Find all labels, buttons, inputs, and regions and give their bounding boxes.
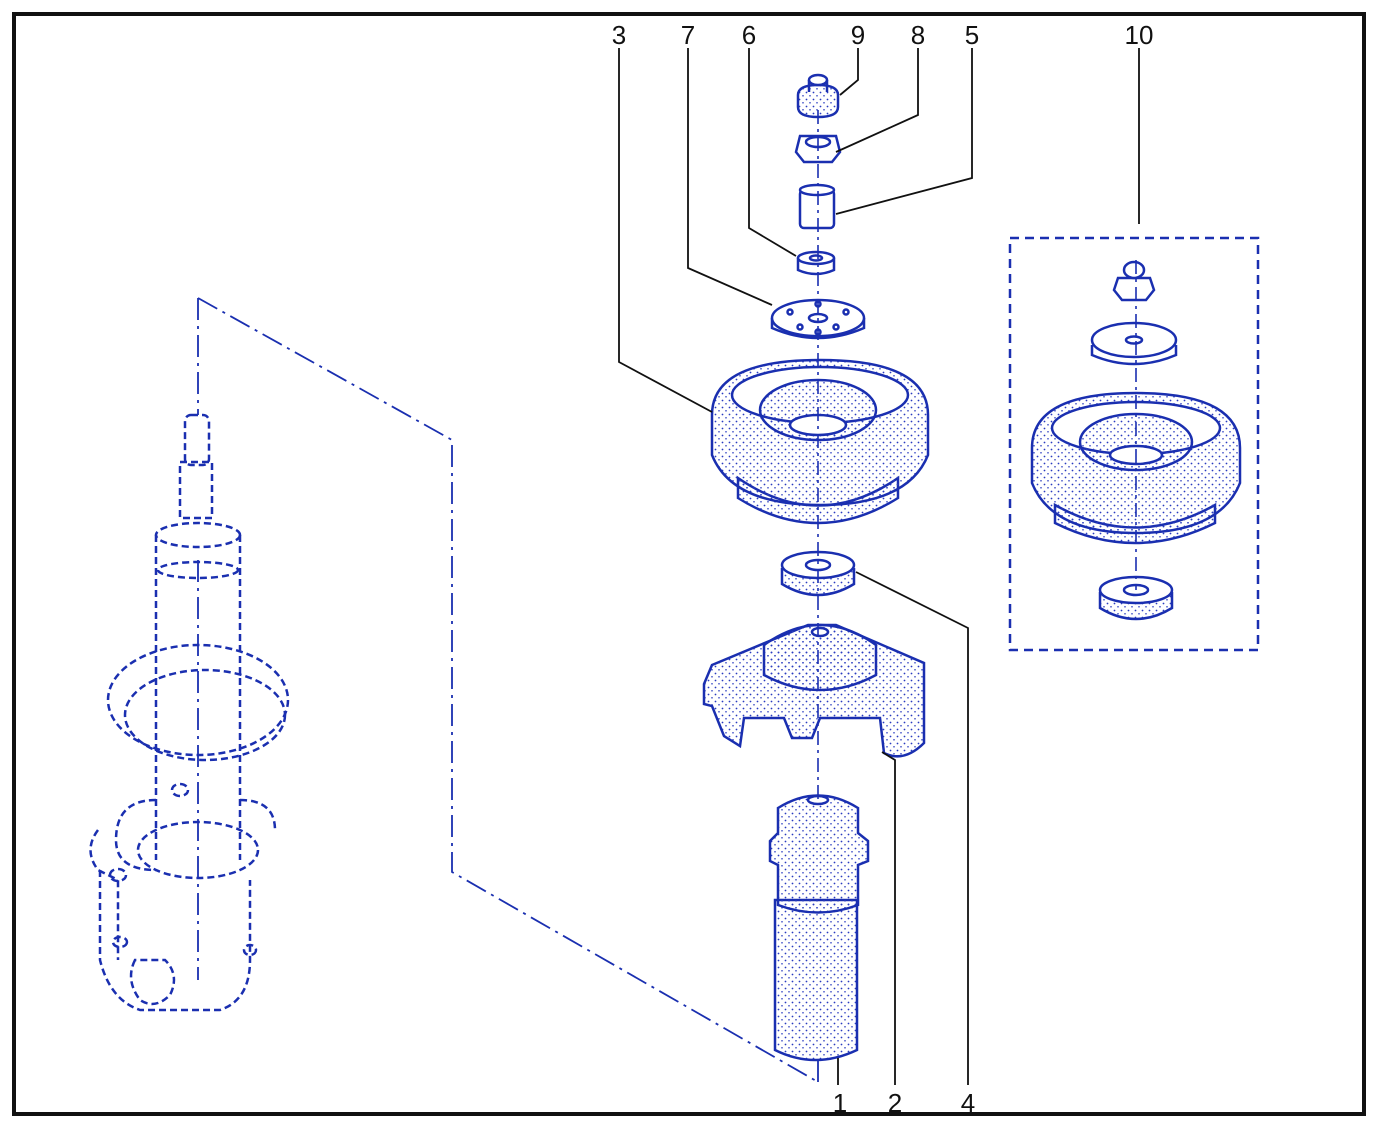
callout-6: 6 <box>742 20 756 50</box>
part-1-bump-stop-boot <box>768 794 870 1062</box>
assembly-guide-lines <box>197 297 819 1083</box>
callout-4: 4 <box>961 1088 975 1118</box>
diagram-border <box>12 12 1366 1116</box>
callout-5: 5 <box>965 20 979 50</box>
leader-lines <box>618 48 1140 1085</box>
callout-3: 3 <box>612 20 626 50</box>
part-9-dust-cap <box>796 73 840 119</box>
part-6-washer <box>796 250 836 276</box>
callout-10: 10 <box>1125 20 1154 50</box>
callout-7: 7 <box>681 20 695 50</box>
part-5-spacer-sleeve <box>798 183 836 230</box>
part-3-strut-top-mount <box>710 358 930 525</box>
kit-dashed-box <box>1008 236 1260 652</box>
callout-8: 8 <box>911 20 925 50</box>
callout-9: 9 <box>851 20 865 50</box>
part-10-alternative-kit <box>1008 236 1260 652</box>
callout-2: 2 <box>888 1088 902 1118</box>
callout-labels: 1 2 3 4 5 6 7 8 9 10 <box>612 20 1154 1118</box>
part-4-bearing <box>780 550 856 597</box>
callout-1: 1 <box>833 1088 847 1118</box>
part-2-spring-seat <box>702 623 926 758</box>
strut-assembly-ghost <box>89 413 290 1012</box>
